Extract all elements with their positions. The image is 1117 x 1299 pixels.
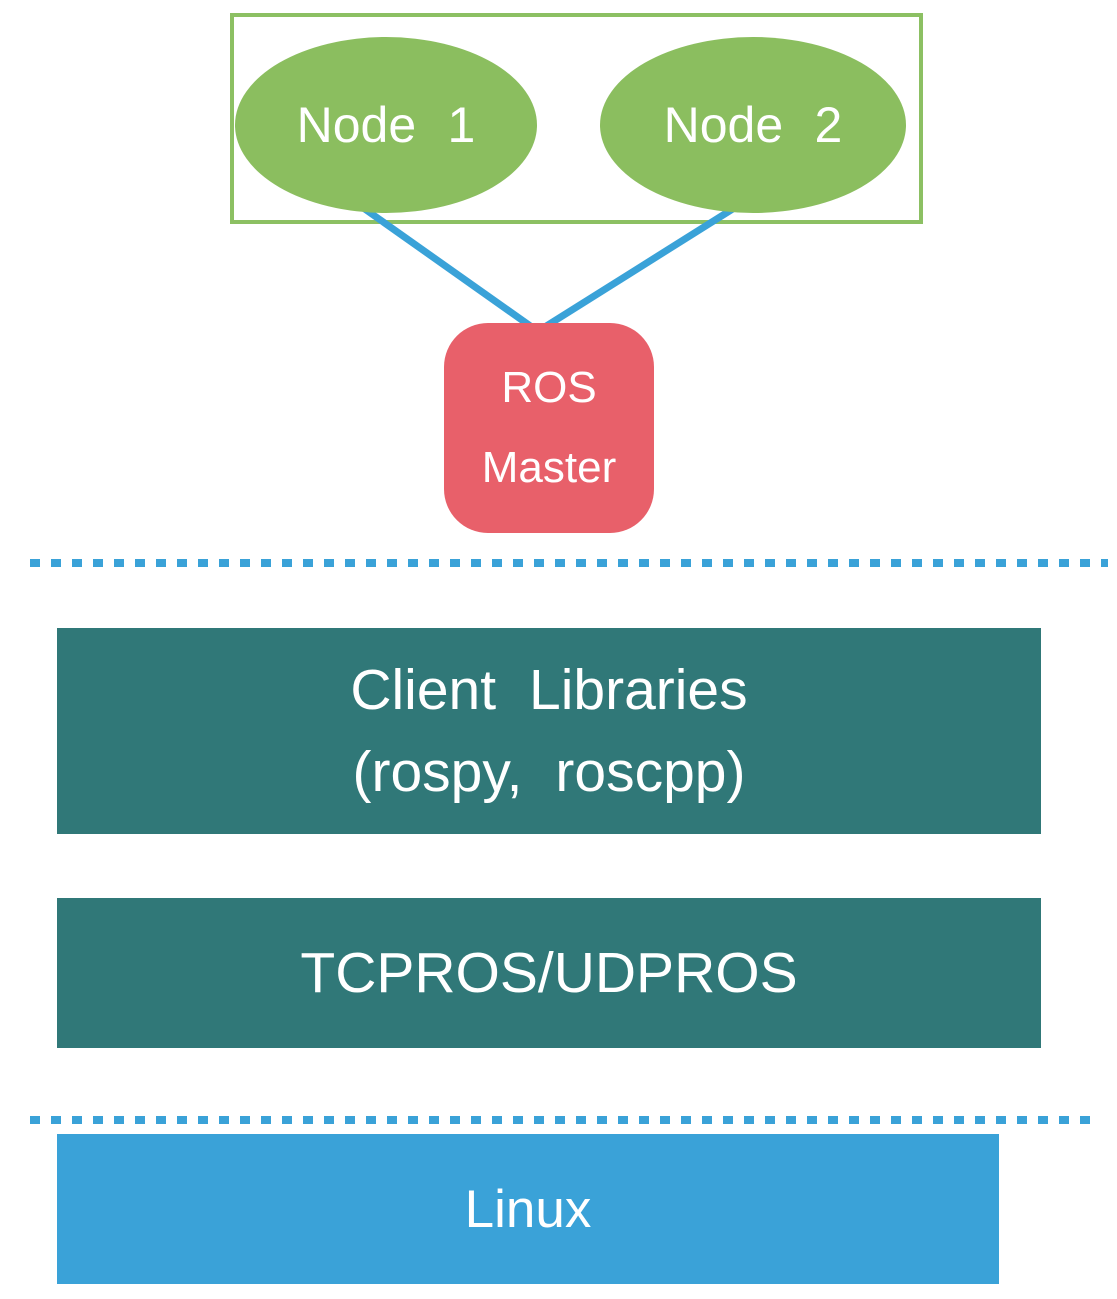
node-2-ellipse: Node 2	[600, 37, 906, 213]
client-libraries-label-line2: (rospy, roscpp)	[352, 740, 746, 804]
transport-layer-box: TCPROS/UDPROS	[57, 898, 1041, 1048]
ros-master-box: ROS Master	[444, 323, 654, 533]
client-libraries-box: Client Libraries (rospy, roscpp)	[57, 628, 1041, 834]
ros-master-label-line2: Master	[481, 443, 617, 492]
node-1-label: Node 1	[296, 97, 476, 153]
ros-master-label-line1: ROS	[501, 363, 597, 412]
separator-dashed-bottom	[30, 1116, 1092, 1124]
transport-layer-label: TCPROS/UDPROS	[300, 941, 798, 1005]
node-1-ellipse: Node 1	[235, 37, 537, 213]
os-layer-label: Linux	[464, 1179, 592, 1239]
connector-line-node1-master	[359, 204, 539, 333]
separator-dashed-top	[30, 559, 1108, 567]
client-libraries-label-line1: Client Libraries	[350, 658, 748, 722]
os-layer-box: Linux	[57, 1134, 999, 1284]
node-2-label: Node 2	[663, 97, 843, 153]
